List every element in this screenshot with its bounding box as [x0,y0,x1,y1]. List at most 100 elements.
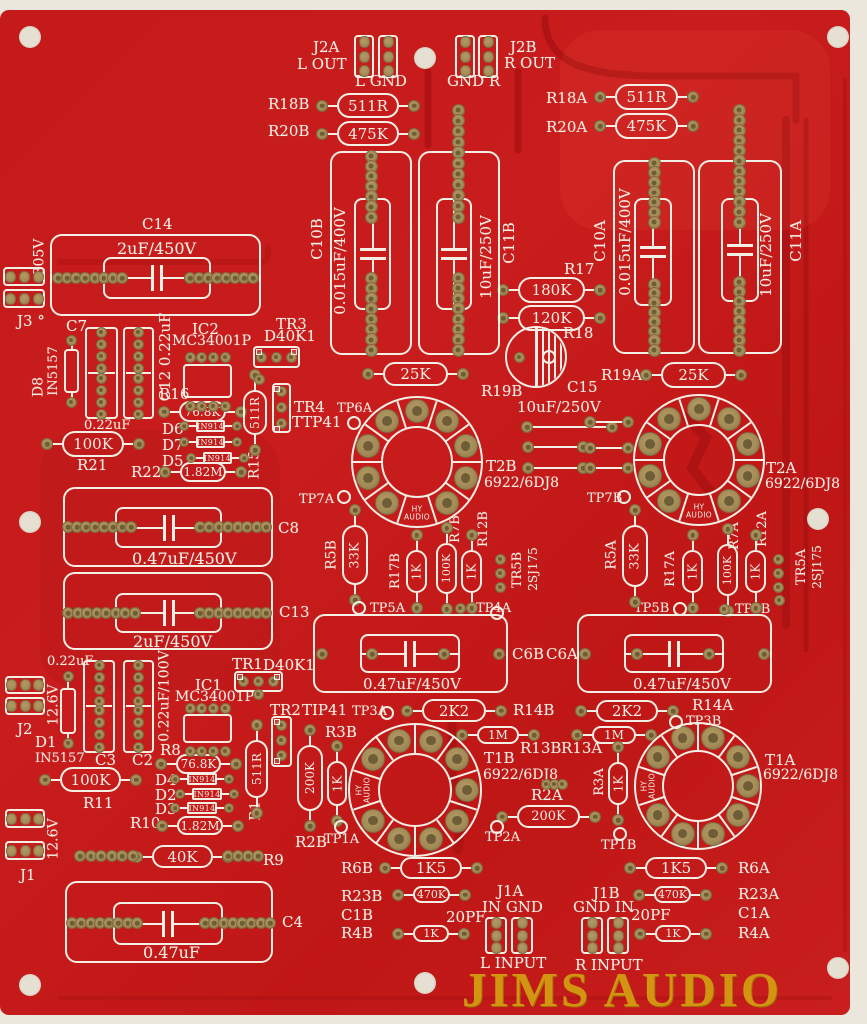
resistor-value: 1K [464,563,479,580]
silkscreen-line [160,265,163,291]
silkscreen-line [255,727,258,740]
silkscreen-line [400,932,413,935]
silkscreen-label: C6B [512,645,545,663]
solder-pad [155,758,167,770]
solder-pad [647,215,661,229]
solder-pad [184,702,196,714]
diode-value: IN914 [188,803,216,813]
silkscreen-line [404,640,407,667]
resistor-outline: 1M [477,726,519,744]
silkscreen-label: 0.22uF [84,418,131,433]
solder-pad [362,368,374,380]
silkscreen-line [354,512,356,525]
resistor-outline: 1K [682,550,703,593]
silkscreen-label: 6922/6DJ8 [484,475,559,491]
connector-pad [18,292,30,305]
mounting-hole [414,47,436,69]
solder-pad [93,683,105,695]
transistor-key-mark [274,386,280,392]
resistor-value: 1K [685,563,700,580]
diode-outline: IN914 [187,802,217,814]
solder-pad [360,808,385,833]
silkscreen-line [217,807,226,809]
resistor-value: 200K [531,809,566,824]
test-point-ring [673,602,687,616]
silkscreen-label: 12.6V [45,818,62,860]
resistor-outline: 1K [608,762,628,805]
silkscreen-label: TP5B [634,601,670,616]
solder-pad [594,91,606,103]
solder-pad [93,695,105,707]
silkscreen-line [726,596,729,609]
solder-pad [629,596,641,608]
silkscreen-label: IC1 [195,676,222,694]
diode-value: IN914 [197,421,224,431]
connector-pad [482,36,494,49]
silkscreen-label: D40K1 [264,327,316,345]
resistor-outline: 1K [327,761,347,806]
solder-pad [687,91,699,103]
silkscreen-line [754,537,757,550]
solder-pad [304,820,316,832]
silkscreen-line [678,96,691,98]
resistor-outline: 180K [518,277,585,303]
silkscreen-label: J3 ° [17,312,45,330]
diode-value: IN914 [197,437,224,447]
silkscreen-line [441,248,467,251]
silkscreen-line [67,676,69,688]
test-point-ring [669,715,683,729]
solder-pad [465,529,478,541]
silkscreen-line [449,932,462,935]
silkscreen-line [187,441,196,443]
silkscreen-line [535,326,537,388]
silkscreen-line [727,253,753,256]
solder-pad [773,594,785,606]
connector-pad [32,270,44,283]
resistor-outline: 2K2 [596,700,658,722]
transistor-key-mark [274,426,280,432]
solder-pad [749,529,762,541]
solder-pad [219,702,231,714]
solder-pad [65,396,77,408]
solder-pad [624,862,636,874]
silkscreen-line [171,514,175,541]
silkscreen-line [370,373,383,375]
solder-pad [445,808,470,833]
silkscreen-label: 2SJ175 [809,545,824,589]
silkscreen-line [445,530,448,543]
connector-pad [19,679,31,691]
silkscreen-line [324,104,337,107]
silkscreen-line [528,467,583,469]
solder-pad [408,99,420,112]
diode-outline: IN914 [192,788,222,800]
resistor-outline: 200K [517,805,580,828]
silkscreen-line [470,537,473,550]
silkscreen-label: TP2A [485,830,521,845]
tube-socket-spoke [697,724,699,750]
resistor-value: 100K [70,770,111,789]
silkscreen-line [178,807,187,809]
resistor-value: 1M [604,728,624,742]
silkscreen-label: MC34001P [172,333,252,349]
silkscreen-line [640,255,666,258]
solder-pad [522,441,534,453]
silkscreen-label: R5A [603,540,620,570]
silkscreen-label: 2uF/450V [133,632,213,651]
solder-pad [275,417,287,429]
solder-pad [93,716,105,728]
connector-pad [32,700,44,712]
silkscreen-label: R19A [601,366,643,384]
resistor-value: 25K [400,365,431,383]
silkscreen-label: T2B [486,457,517,475]
silkscreen-line [691,893,704,896]
tube-socket-spoke [453,461,481,463]
solder-pad [453,465,478,490]
silkscreen-line [162,600,166,626]
silkscreen-line [217,778,226,780]
silkscreen-label: 10uF/250V [517,398,601,416]
solder-pad [159,466,171,478]
connector-outline [354,35,374,78]
solder-pad [132,350,144,362]
solder-pad [95,372,107,384]
connector-pad [490,917,502,930]
